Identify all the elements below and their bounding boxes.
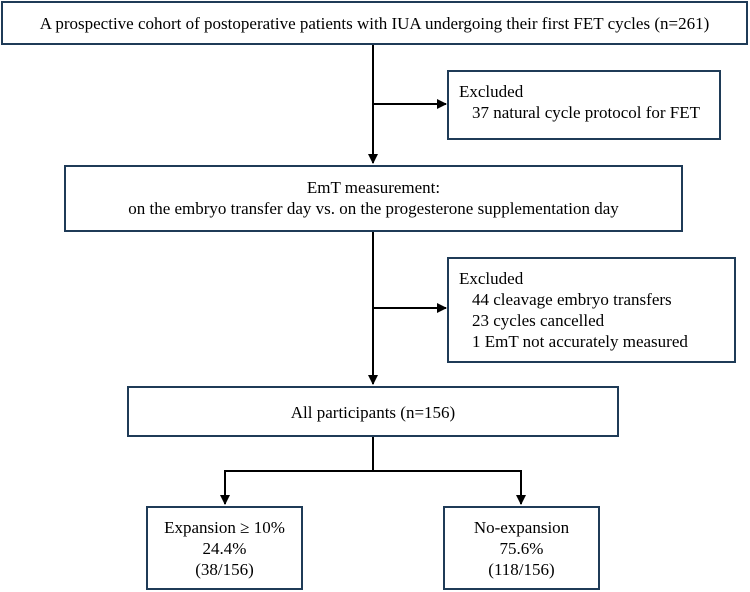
cohort-box: A prospective cohort of postoperative pa… (1, 1, 748, 45)
participants-box: All participants (n=156) (127, 386, 619, 437)
no-expansion-label: No-expansion (473, 518, 570, 537)
no-expansion-count: (118/156) (488, 560, 555, 579)
measurement-line-1: EmT measurement: (306, 178, 441, 197)
cohort-text: A prospective cohort of postoperative pa… (39, 14, 710, 33)
excluded-box-2: Excluded 44 cleavage embryo transfers 23… (447, 257, 736, 363)
excluded-2-item-1: 44 cleavage embryo transfers (472, 290, 672, 309)
excluded-2-item-3: 1 EmT not accurately measured (472, 332, 688, 351)
no-expansion-box: No-expansion 75.6% (118/156) (443, 506, 600, 590)
expansion-count: (38/156) (195, 560, 254, 579)
expansion-box: Expansion ≥ 10% 24.4% (38/156) (146, 506, 303, 590)
participants-text: All participants (n=156) (290, 403, 456, 422)
expansion-label: Expansion ≥ 10% (164, 518, 285, 537)
expansion-percent: 24.4% (202, 539, 247, 558)
excluded-2-item-2: 23 cycles cancelled (472, 311, 605, 330)
measurement-line-2: on the embryo transfer day vs. on the pr… (128, 199, 619, 218)
excluded-1-title: Excluded (459, 82, 524, 101)
measurement-box: EmT measurement: on the embryo transfer … (64, 165, 683, 232)
excluded-box-1: Excluded 37 natural cycle protocol for F… (447, 70, 721, 140)
excluded-2-title: Excluded (459, 269, 524, 288)
no-expansion-percent: 75.6% (499, 539, 544, 558)
excluded-1-item: 37 natural cycle protocol for FET (472, 103, 701, 122)
